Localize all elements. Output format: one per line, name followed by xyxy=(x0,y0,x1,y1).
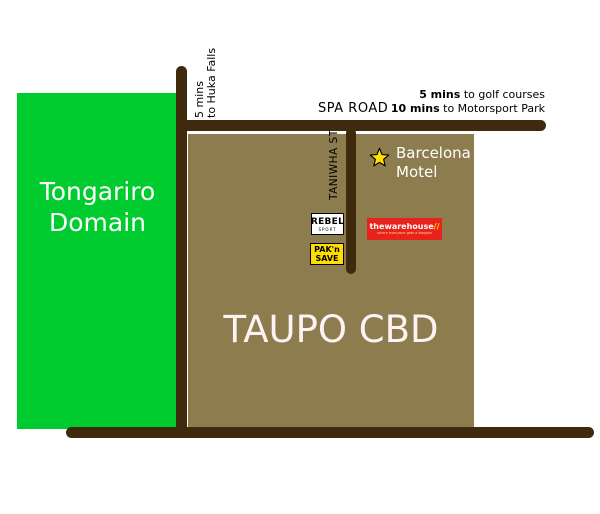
spa-road-label: SPA ROAD xyxy=(318,101,389,116)
huka-falls-destination: to Huka Falls xyxy=(205,47,218,118)
spa-road xyxy=(176,120,546,131)
huka-falls-note: 5 mins to Huka Falls xyxy=(193,47,218,118)
golf-courses-minutes: 5 mins xyxy=(419,88,461,101)
warehouse-logo-name: warehouse xyxy=(384,222,434,231)
paknsave-logo: PAK'n SAVE xyxy=(310,243,344,265)
motorsport-park-minutes: 10 mins xyxy=(390,102,440,115)
motorsport-park-note: 10 mins to Motorsport Park xyxy=(391,102,545,116)
rebel-sport-logo: REBEL SPORT xyxy=(311,213,344,235)
golf-courses-note: 5 mins to golf courses xyxy=(419,88,545,102)
tongariro-domain-label: Tongariro Domain xyxy=(39,177,156,237)
southern-road xyxy=(66,427,594,438)
warehouse-logo-prefix: the xyxy=(369,222,385,231)
taniwha-street xyxy=(346,128,356,274)
barcelona-motel-label: Barcelona Motel xyxy=(396,144,471,181)
golf-courses-destination: to golf courses xyxy=(463,88,545,101)
warehouse-logo-tagline: where everyone gets a bargain xyxy=(377,231,432,235)
taniwha-street-label: TANIWHA ST xyxy=(328,129,340,200)
rebel-logo-subtext: SPORT xyxy=(318,226,337,232)
taupo-cbd-area xyxy=(188,134,474,429)
star-icon xyxy=(369,147,390,167)
huka-falls-road xyxy=(176,66,187,433)
warehouse-slash-icon: // xyxy=(433,222,440,231)
rebel-logo-text: REBEL xyxy=(310,216,345,227)
motorsport-park-destination: to Motorsport Park xyxy=(443,102,545,115)
paknsave-logo-line1: PAK'n xyxy=(314,245,340,254)
taupo-cbd-label: TAUPO CBD xyxy=(223,308,439,351)
tongariro-domain-area xyxy=(17,93,178,429)
paknsave-logo-line2: SAVE xyxy=(315,254,339,263)
warehouse-logo-brand: thewarehouse// xyxy=(369,222,439,231)
the-warehouse-logo: thewarehouse// where everyone gets a bar… xyxy=(367,218,442,240)
